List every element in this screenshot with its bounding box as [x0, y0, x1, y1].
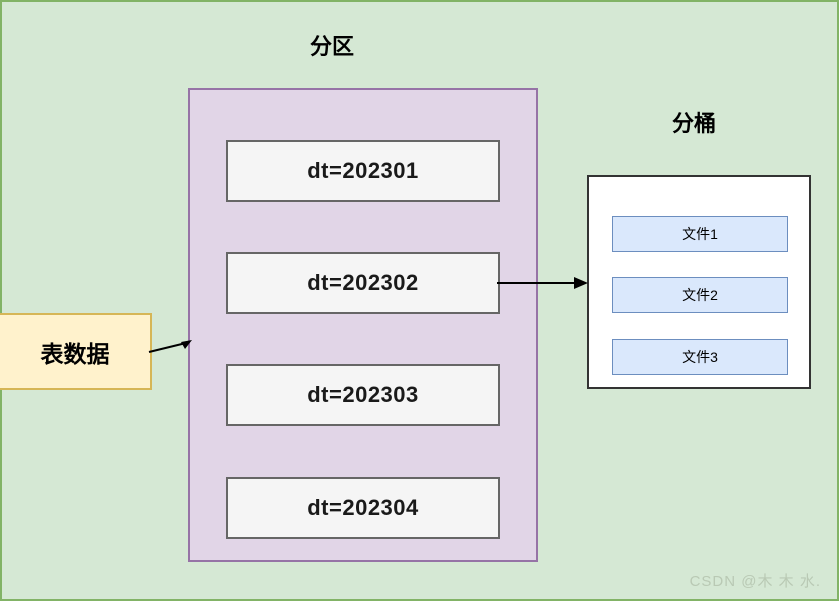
partition-item[interactable]: dt=202302 [226, 252, 500, 314]
partition-item[interactable]: dt=202301 [226, 140, 500, 202]
bucket-file-item[interactable]: 文件2 [612, 277, 788, 313]
partition-section-title: 分区 [309, 34, 354, 59]
source-table-data-node[interactable]: 表数据 [0, 313, 152, 390]
partition-item[interactable]: dt=202303 [226, 364, 500, 426]
watermark-text: CSDN @木 木 水. [689, 573, 821, 590]
partition-item[interactable]: dt=202304 [226, 477, 500, 539]
bucket-section-title: 分桶 [671, 111, 716, 136]
bucket-file-item[interactable]: 文件3 [612, 339, 788, 375]
bucket-file-item[interactable]: 文件1 [612, 216, 788, 252]
